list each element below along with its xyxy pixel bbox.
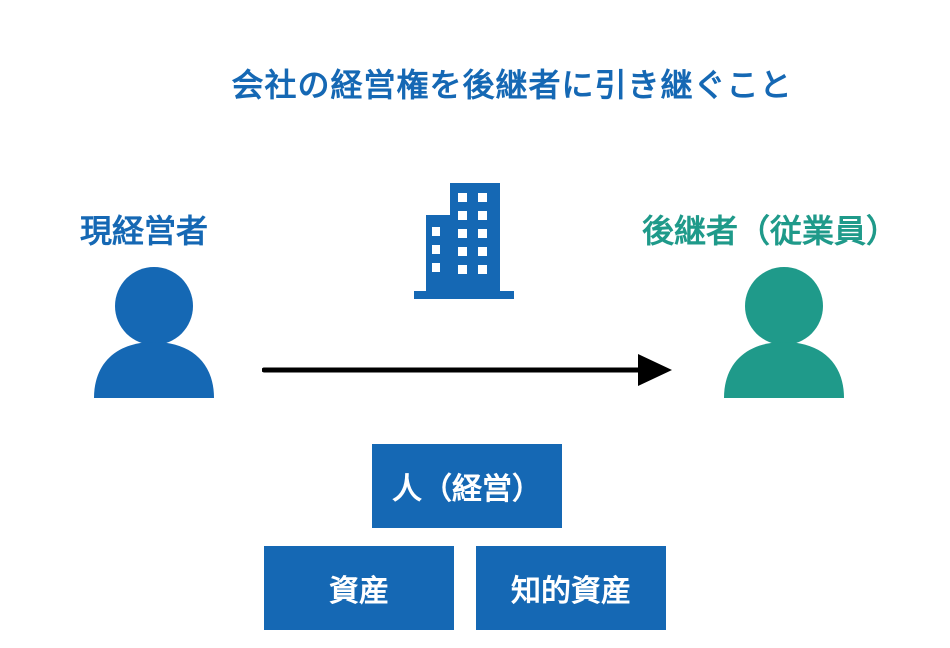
asset-box-people: 人（経営） xyxy=(372,444,562,528)
asset-box-intellectual-property: 知的資産 xyxy=(476,546,666,630)
arrow-right-icon xyxy=(261,352,674,392)
current-manager-label: 現経営者 xyxy=(80,212,209,250)
successor-label: 後継者（従業員） xyxy=(642,212,899,250)
successor-person-icon xyxy=(724,266,844,402)
diagram-title: 会社の経営権を後継者に引き継ぐこと xyxy=(231,66,793,104)
asset-box-assets: 資産 xyxy=(264,546,454,630)
current-manager-person-icon xyxy=(94,266,214,402)
building-icon xyxy=(412,183,516,305)
